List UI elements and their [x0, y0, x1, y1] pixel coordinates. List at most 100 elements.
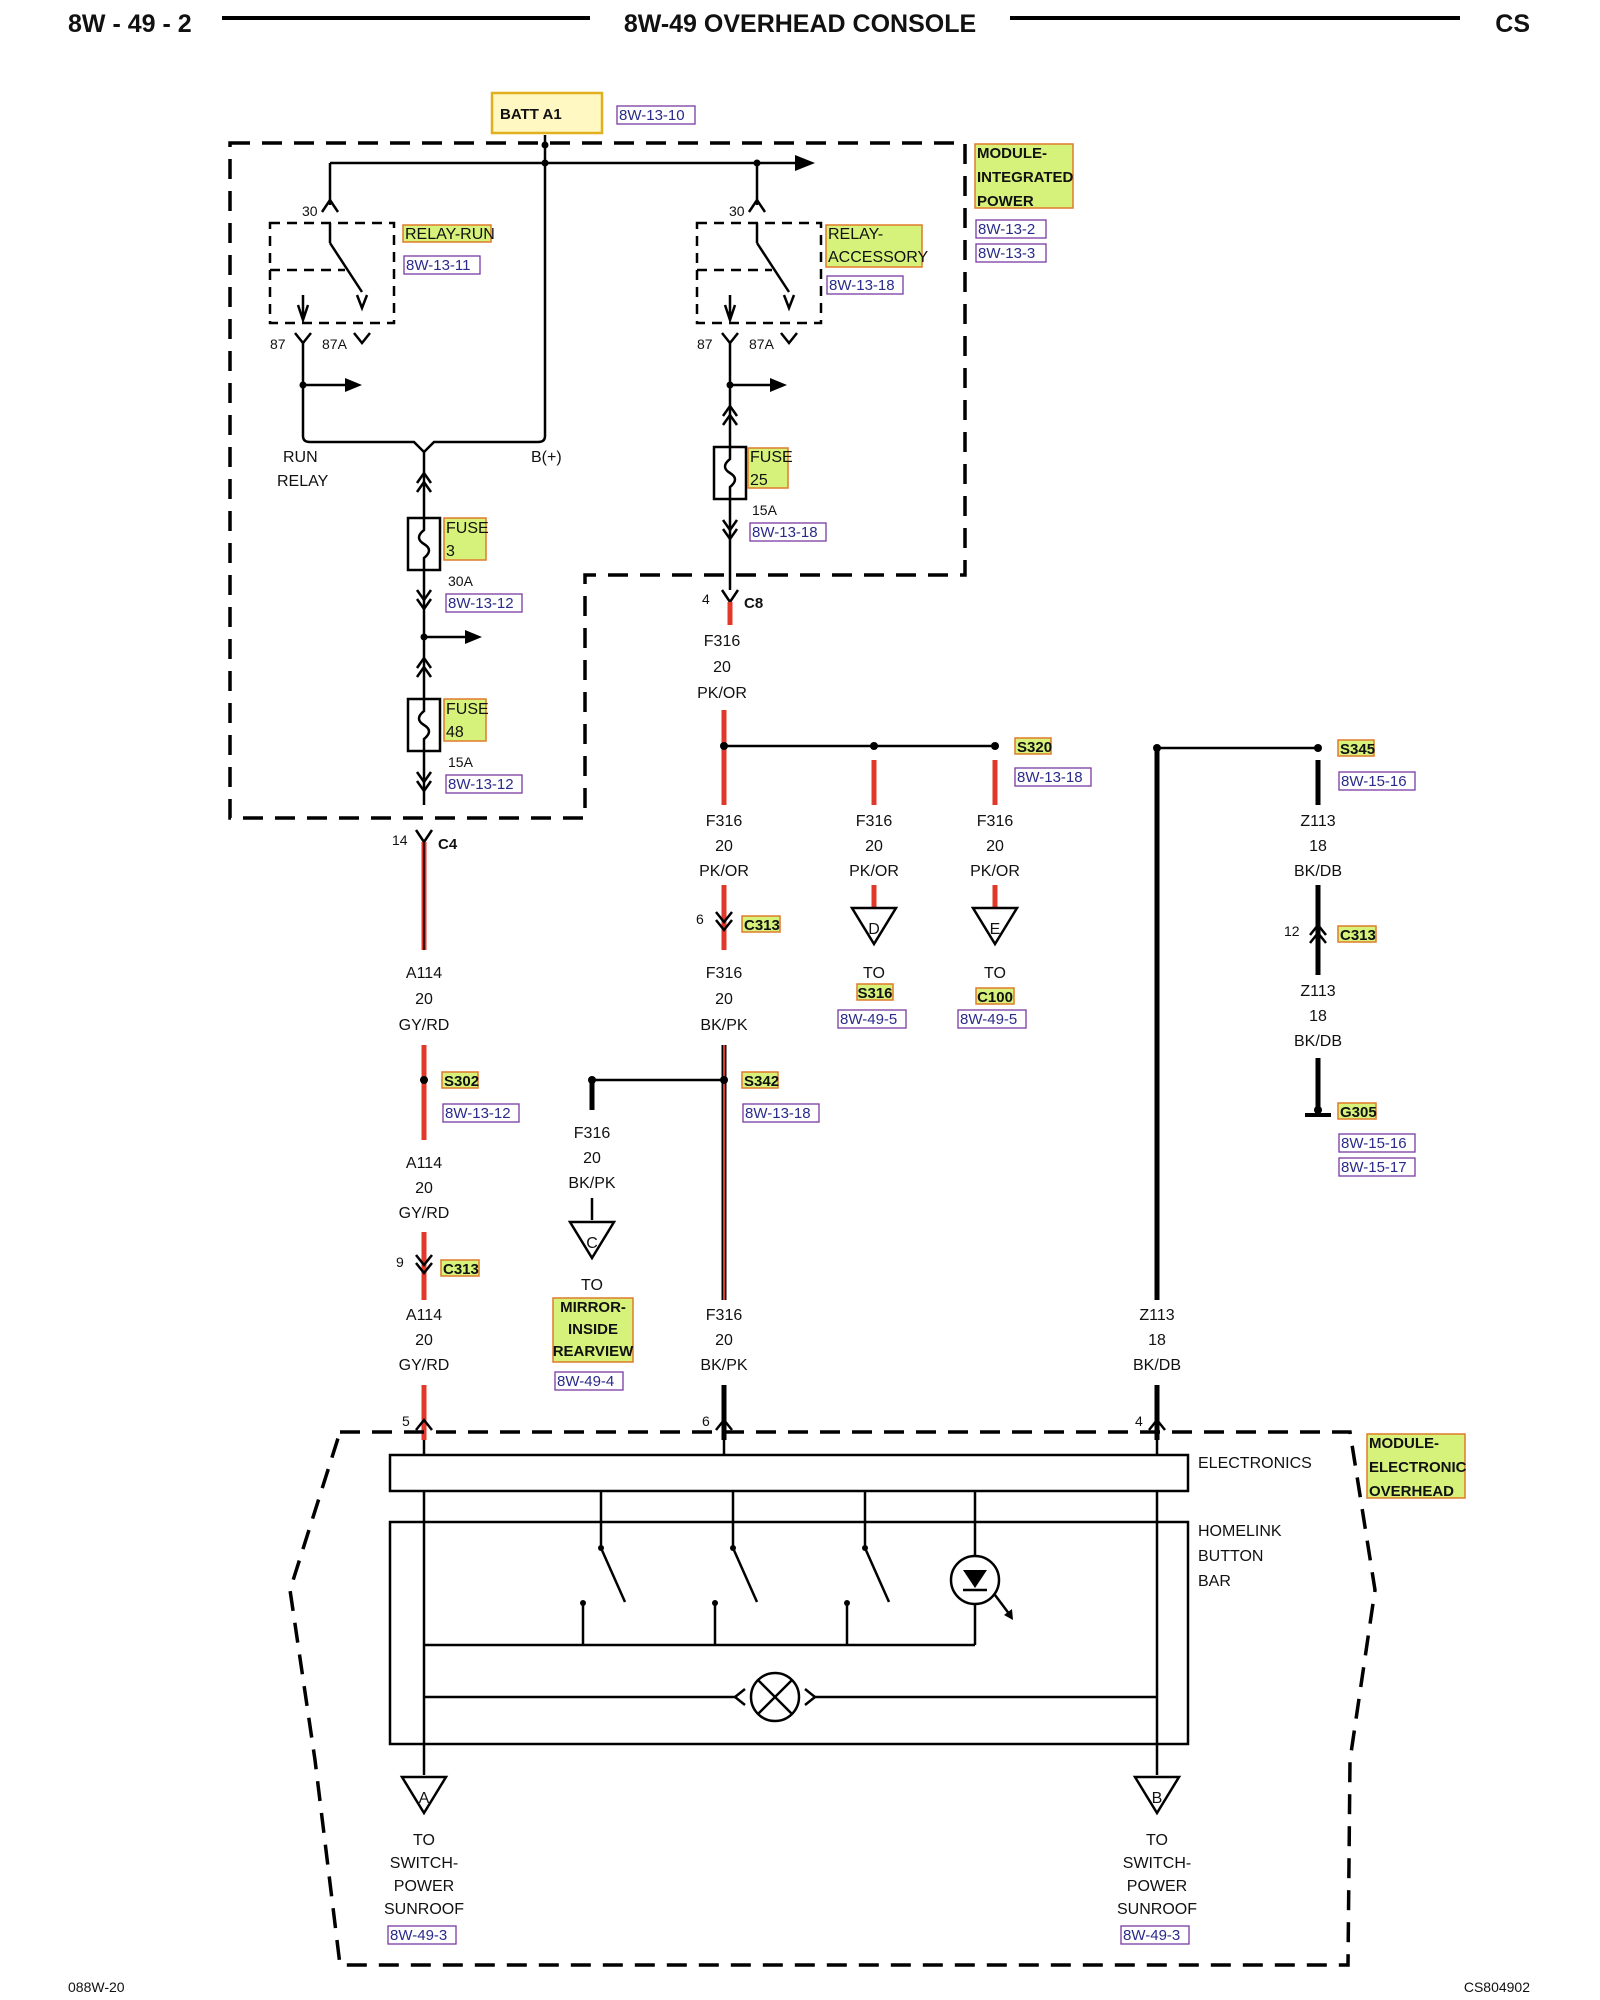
offpage-c-dest-2: INSIDE — [568, 1321, 618, 1338]
selector-relay: RELAY — [277, 473, 329, 490]
c313-a-hl — [741, 915, 781, 933]
lamp-x-2 — [757, 1679, 793, 1715]
ipm-ref-2: 8W-13-3 — [978, 245, 1035, 262]
fuse48-number: 48 — [446, 724, 464, 741]
c313-b-connector — [415, 1254, 433, 1276]
run-relay-no — [296, 295, 310, 324]
z113-1-circuit: Z113 — [1300, 813, 1335, 830]
homelink-label-3: BAR — [1198, 1573, 1231, 1590]
fuse25-label: FUSE — [750, 449, 793, 466]
acc-relay-label-2: ACCESSORY — [828, 249, 929, 266]
eom-label-1: MODULE- — [1369, 1435, 1439, 1452]
electronics-block — [388, 1453, 1190, 1493]
offpage-e-ref: 8W-49-5 — [960, 1011, 1017, 1028]
f316-top-gauge: 20 — [713, 659, 731, 676]
fuse25-top-conn — [721, 403, 739, 426]
f316-mid-gauge: 20 — [715, 838, 733, 855]
offpage-b-ref-box — [1120, 1925, 1190, 1945]
g305-hl — [1337, 1102, 1377, 1120]
fuse25-ref-box — [749, 522, 827, 542]
offpage-e-ref-box — [957, 1009, 1027, 1029]
c4-connector — [414, 829, 434, 845]
c313-a-pin: 6 — [696, 911, 704, 927]
footer-left: 088W-20 — [68, 1979, 125, 1995]
run-tap-arrow — [345, 378, 362, 392]
eom-pin5: 5 — [402, 1413, 410, 1429]
footer-right: CS804902 — [1464, 1979, 1530, 1995]
ipm-label-1: MODULE- — [977, 145, 1047, 162]
run-relay-87a — [353, 332, 371, 346]
fuse3-number: 3 — [446, 543, 455, 560]
fuse3-bot-conn — [415, 589, 433, 612]
batt-ref-box — [616, 105, 696, 125]
lamp-conn-left — [732, 1688, 746, 1706]
z113-1-color: BK/DB — [1294, 863, 1342, 880]
run-tap-node — [299, 381, 307, 389]
acc-relay-ref-box — [826, 275, 904, 295]
integrated-power-module-boundary — [228, 141, 967, 820]
led-emission — [994, 1594, 1011, 1616]
fuse3-label: FUSE — [446, 520, 489, 537]
c4-name: C4 — [438, 836, 458, 853]
c313-c-name: C313 — [1340, 927, 1376, 944]
offpage-e-dest: C100 — [977, 989, 1013, 1006]
eom-pin5-conn — [415, 1417, 433, 1431]
c313-b-pin: 9 — [396, 1254, 404, 1270]
fuse48-rating: 15A — [448, 754, 474, 770]
f316-bkpk2-circuit: F316 — [706, 1307, 743, 1324]
offpage-b-triangle — [1132, 1775, 1182, 1816]
c8-pin: 4 — [702, 591, 710, 607]
switch-2-blade — [731, 1547, 759, 1603]
fuse3-ref-box — [445, 593, 523, 613]
a114-2-color: GY/RD — [399, 1205, 450, 1222]
electronics-label: ELECTRONICS — [1198, 1455, 1312, 1472]
fuse25-label-hl — [747, 447, 789, 489]
s342-name: S342 — [744, 1073, 779, 1090]
page-id: 8W - 49 - 2 — [68, 10, 192, 38]
eom-pin6-conn — [715, 1417, 733, 1431]
f316-top-circuit: F316 — [704, 633, 741, 650]
z113-2-circuit: Z113 — [1300, 983, 1335, 1000]
acc-relay-label-1: RELAY- — [828, 226, 883, 243]
run-relay-contact — [328, 242, 364, 293]
offpage-d-ref: 8W-49-5 — [840, 1011, 897, 1028]
c313-b-hl — [440, 1259, 480, 1277]
acc-relay-box — [695, 221, 823, 325]
offpage-e-hl — [975, 987, 1015, 1005]
offpage-c-letter: C — [586, 1235, 598, 1252]
section-code: CS — [1495, 10, 1530, 38]
fuse3-top-conn — [415, 470, 433, 493]
acc-relay-87a — [780, 332, 798, 346]
offpage-c-ref-box — [554, 1371, 624, 1391]
c313-a-connector — [715, 911, 733, 933]
ipm-ref-1: 8W-13-2 — [978, 221, 1035, 238]
lamp-conn-right — [804, 1688, 818, 1706]
run-relay-nc — [355, 294, 369, 312]
offpage-a-triangle — [399, 1775, 449, 1816]
c8-name: C8 — [744, 595, 763, 612]
switch-3-blade — [863, 1547, 891, 1603]
run-relay-ref: 8W-13-11 — [406, 257, 470, 274]
f316-c-color: BK/PK — [568, 1175, 615, 1192]
offpage-a-dest-1: TO — [413, 1832, 435, 1849]
fuse48-label: FUSE — [446, 701, 489, 718]
run-relay-label: RELAY-RUN — [405, 226, 495, 243]
s345-hl — [1337, 739, 1375, 757]
run-relay-pin30 — [320, 197, 340, 213]
s320-hl — [1014, 737, 1052, 755]
offpage-d-ref-box — [837, 1009, 907, 1029]
fuse3-tap-arrow — [465, 630, 482, 644]
f316-e-circuit: F316 — [977, 813, 1014, 830]
fuse3-ref: 8W-13-12 — [448, 595, 514, 612]
c313-c-pin: 12 — [1284, 923, 1300, 939]
ipm-label-highlight — [974, 143, 1074, 209]
eom-pin4-conn — [1148, 1417, 1166, 1431]
f316-mid-circuit: F316 — [706, 813, 743, 830]
g305-name: G305 — [1340, 1104, 1377, 1121]
switch-1-pivot — [598, 1545, 604, 1551]
s320-node-e — [991, 742, 999, 750]
offpage-d-to: TO — [863, 965, 885, 982]
s345-ref: 8W-15-16 — [1341, 773, 1407, 790]
fuse3-tap-node — [420, 633, 428, 641]
offpage-d-letter: D — [868, 921, 880, 938]
